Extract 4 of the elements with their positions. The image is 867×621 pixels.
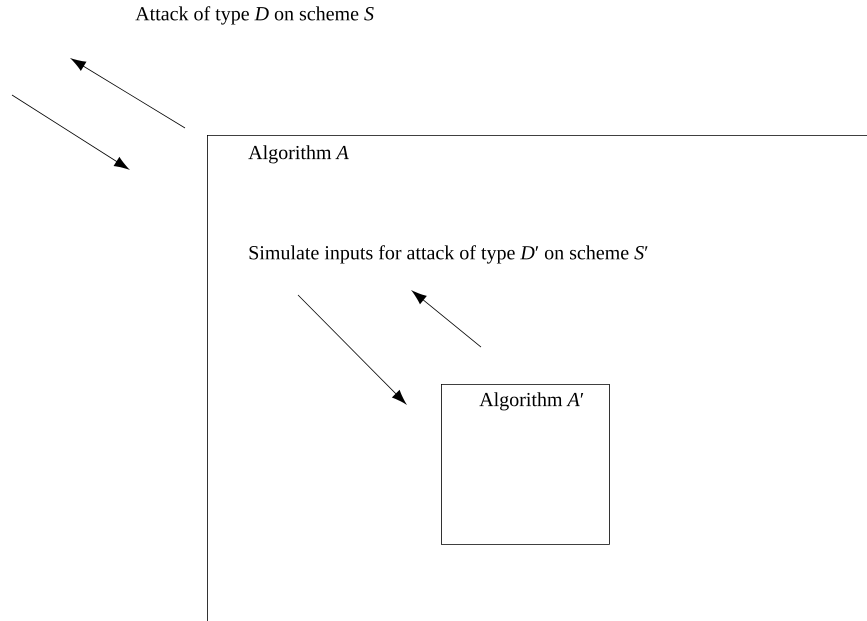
box-title: Algorithm A [248,145,349,164]
caption-text: Simulate inputs for attack of type D′ on scheme S′ [250,245,648,264]
box-title: Algorithm A′ [479,392,584,410]
caption-text: Attack of type D on scheme S [135,6,374,25]
